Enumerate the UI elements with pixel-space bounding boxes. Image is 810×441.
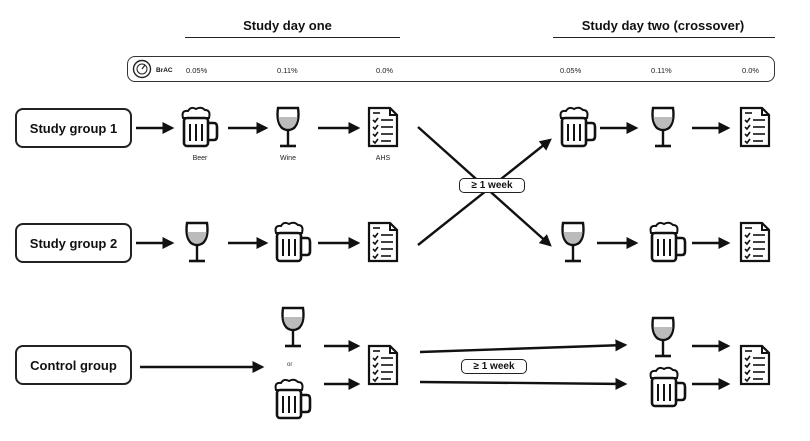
caption-ahs: AHS <box>375 155 391 162</box>
wine-glass-icon <box>185 221 209 263</box>
group-box-study-2: Study group 2 <box>15 223 132 263</box>
beer-mug-icon <box>649 366 687 408</box>
brac-value: 0.11% <box>277 66 298 75</box>
brac-value: 0.05% <box>560 66 582 75</box>
caption-beer: Beer <box>192 155 208 162</box>
brac-value: 0.0% <box>376 66 394 75</box>
beer-mug-icon <box>181 106 219 148</box>
questionnaire-icon <box>367 344 399 386</box>
brac-value: 0.0% <box>742 66 760 75</box>
questionnaire-icon <box>739 106 771 148</box>
beer-mug-icon <box>559 106 597 148</box>
group-box-study-1: Study group 1 <box>15 108 132 148</box>
wine-glass-icon <box>281 306 305 348</box>
header-day-two-rule <box>553 37 775 38</box>
brac-bar <box>127 56 775 82</box>
header-day-one-rule <box>185 37 400 38</box>
questionnaire-icon <box>739 221 771 263</box>
questionnaire-icon <box>367 106 399 148</box>
brac-value: 0.11% <box>651 66 672 75</box>
wine-glass-icon <box>561 221 585 263</box>
beer-mug-icon <box>274 221 312 263</box>
wine-glass-icon <box>651 106 675 148</box>
caption-wine: Wine <box>280 155 296 162</box>
questionnaire-icon <box>367 221 399 263</box>
header-day-two: Study day two (crossover) <box>581 18 745 33</box>
breathalyzer-icon <box>132 59 152 79</box>
wine-glass-icon <box>276 106 300 148</box>
group-box-control: Control group <box>15 345 132 385</box>
interval-label-control: ≥ 1 week <box>461 359 527 374</box>
wine-glass-icon <box>651 316 675 358</box>
or-label: or <box>287 362 293 368</box>
brac-value: 0.05% <box>186 66 208 75</box>
brac-label: BrAC <box>156 67 173 74</box>
header-day-one: Study day one <box>243 18 332 33</box>
questionnaire-icon <box>739 344 771 386</box>
beer-mug-icon <box>274 378 312 420</box>
beer-mug-icon <box>649 221 687 263</box>
interval-label-crossover: ≥ 1 week <box>459 178 525 193</box>
